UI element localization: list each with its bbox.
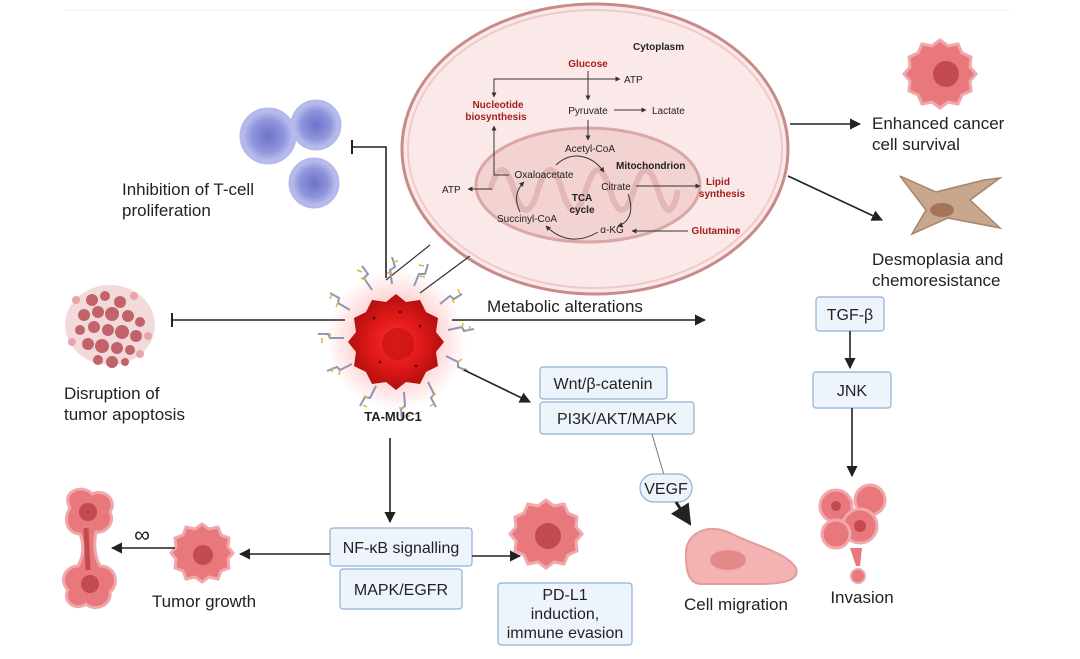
cell-migration-label: Cell migration	[684, 595, 788, 614]
cytoplasm-panel: Cytoplasm Glucose ATP Nucleotide biosynt…	[400, 2, 790, 296]
nfkb-label: NF-κB signalling	[343, 540, 459, 557]
t-cells-group	[239, 99, 342, 209]
atp-top-label: ATP	[624, 75, 643, 86]
mapk-egfr-label: MAPK/EGFR	[354, 582, 448, 599]
immune-evasion-cell-icon	[508, 498, 584, 570]
mapk-egfr-box	[339, 568, 463, 610]
pi3k-label: PI3K/AKT/MAPK	[557, 411, 677, 428]
pdl1-label-2: induction,	[531, 606, 600, 623]
fibroblast-icon	[899, 175, 1003, 236]
wnt-box	[539, 366, 668, 400]
jnk-label: JNK	[837, 383, 868, 400]
invasion-label: Invasion	[830, 588, 893, 607]
survival-label-2: cell survival	[872, 135, 960, 154]
tumor-growth-label: Tumor growth	[152, 592, 256, 611]
pdl1-box	[497, 582, 633, 646]
desmoplasia-arrow	[787, 175, 884, 221]
tcell-label-1: Inhibition of T-cell	[122, 180, 254, 199]
pdl1-label-1: PD-L1	[542, 587, 587, 604]
ta-muc1-label: TA-MUC1	[364, 409, 422, 424]
nucleotide-label-2: biosynthesis	[465, 112, 527, 123]
invasion-cluster-icon	[818, 483, 887, 584]
infinity-symbol: ∞	[134, 522, 150, 547]
apoptosis-label-1: Disruption of	[64, 384, 160, 403]
pyruvate-label: Pyruvate	[568, 106, 608, 117]
pi3k-vegf-line	[651, 433, 665, 476]
lactate-label: Lactate	[652, 106, 685, 117]
pdl1-label-3: immune evasion	[507, 625, 624, 642]
mitochondrion-label: Mitochondrion	[616, 161, 685, 172]
vegf-box	[639, 473, 693, 503]
t-cell-icon	[239, 107, 297, 165]
apoptotic-cluster-icon	[65, 285, 155, 368]
center-to-wnt-arrow	[463, 369, 532, 403]
migrating-cell-icon	[684, 528, 798, 585]
citrate-label: Citrate	[601, 182, 631, 193]
t-cell-icon	[290, 99, 342, 151]
pi3k-box	[539, 401, 695, 435]
glutamine-label: Glutamine	[692, 226, 741, 237]
lipid-label-2: synthesis	[699, 189, 746, 200]
tumor-cell-icon	[169, 522, 235, 584]
nfkb-box	[329, 527, 473, 567]
dividing-cell-icon	[62, 487, 117, 609]
survival-label-1: Enhanced cancer	[872, 114, 1005, 133]
nucleotide-label-1: Nucleotide	[472, 100, 524, 111]
cytoplasm-title: Cytoplasm	[633, 42, 684, 53]
t-cell-icon	[288, 157, 340, 209]
desmoplasia-label-1: Desmoplasia and	[872, 250, 1003, 269]
tgf-beta-label: TGF-β	[827, 307, 874, 324]
inhibit-tcell-line	[352, 146, 387, 278]
akg-label: α-KG	[600, 225, 624, 236]
tca-label-2: cycle	[569, 205, 594, 216]
tcell-label-2: proliferation	[122, 201, 211, 220]
vegf-to-migration-arrow	[670, 501, 692, 526]
acetyl-coa-label: Acetyl-CoA	[565, 144, 615, 155]
ta-muc1-cell-icon	[318, 256, 475, 420]
vegf-label: VEGF	[644, 481, 688, 498]
apoptosis-label-2: tumor apoptosis	[64, 405, 185, 424]
metabolic-label: Metabolic alterations	[487, 297, 643, 316]
atp-left-label: ATP	[442, 185, 461, 196]
tca-label-1: TCA	[572, 193, 593, 204]
wnt-label: Wnt/β-catenin	[553, 376, 652, 393]
oxaloacetate-label: Oxaloacetate	[515, 170, 574, 181]
lipid-label-1: Lipid	[706, 177, 730, 188]
succinyl-coa-label: Succinyl-CoA	[497, 214, 557, 225]
glucose-label: Glucose	[568, 59, 608, 70]
cancer-cell-icon	[902, 38, 978, 110]
desmoplasia-label-2: chemoresistance	[872, 271, 1001, 290]
